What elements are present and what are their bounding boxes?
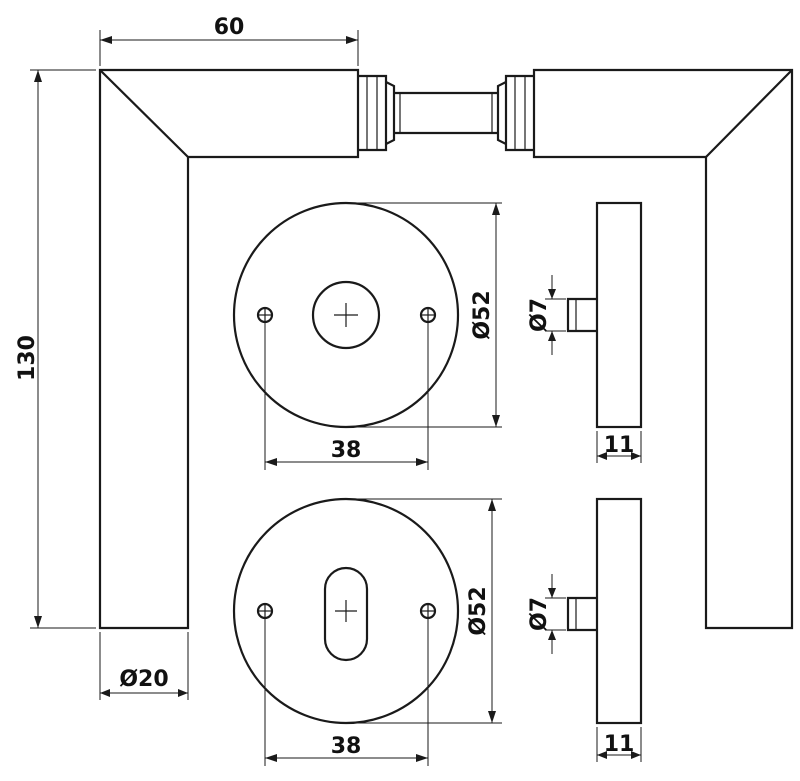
dimension-top-thickness: 11 <box>596 431 642 463</box>
dimension-handle-height: 130 <box>15 69 96 629</box>
dimension-label-top-38: 38 <box>331 438 362 463</box>
left-lever-handle <box>98 68 396 630</box>
bottom-rose-side-view <box>566 497 643 725</box>
dimension-label-bottom-d7: Ø7 <box>527 597 552 631</box>
dimension-bottom-thickness: 11 <box>596 727 642 762</box>
top-rose-side-view <box>566 201 643 429</box>
square-spindle <box>394 91 498 135</box>
dimension-handle-diameter: Ø20 <box>99 632 189 700</box>
dimension-label-top-d52: Ø52 <box>470 290 495 339</box>
dimension-label-top-d7: Ø7 <box>527 298 552 332</box>
dimension-label-bottom-d52: Ø52 <box>466 586 491 635</box>
dimension-label-bottom-38: 38 <box>331 734 362 759</box>
dimension-label-top-11: 11 <box>604 433 635 458</box>
top-rose-front-view <box>232 201 460 429</box>
dimension-bottom-rose-diameter: Ø52 <box>346 498 502 724</box>
right-lever-handle <box>496 68 794 630</box>
dimension-label-130: 130 <box>15 335 40 381</box>
dimension-bottom-spindle: Ø7 <box>527 574 566 654</box>
dimension-top-spindle: Ø7 <box>527 275 566 355</box>
dimension-top-rose-diameter: Ø52 <box>346 202 502 428</box>
dimension-label-d20: Ø20 <box>119 667 168 692</box>
bottom-rose-front-view <box>232 497 460 725</box>
dimension-top-hole-spacing: 38 <box>264 323 429 470</box>
dimension-bottom-hole-spacing: 38 <box>264 619 429 766</box>
dimension-label-60: 60 <box>214 15 245 40</box>
dimension-handle-projection: 60 <box>99 15 359 66</box>
dimension-label-bottom-11: 11 <box>604 732 635 757</box>
